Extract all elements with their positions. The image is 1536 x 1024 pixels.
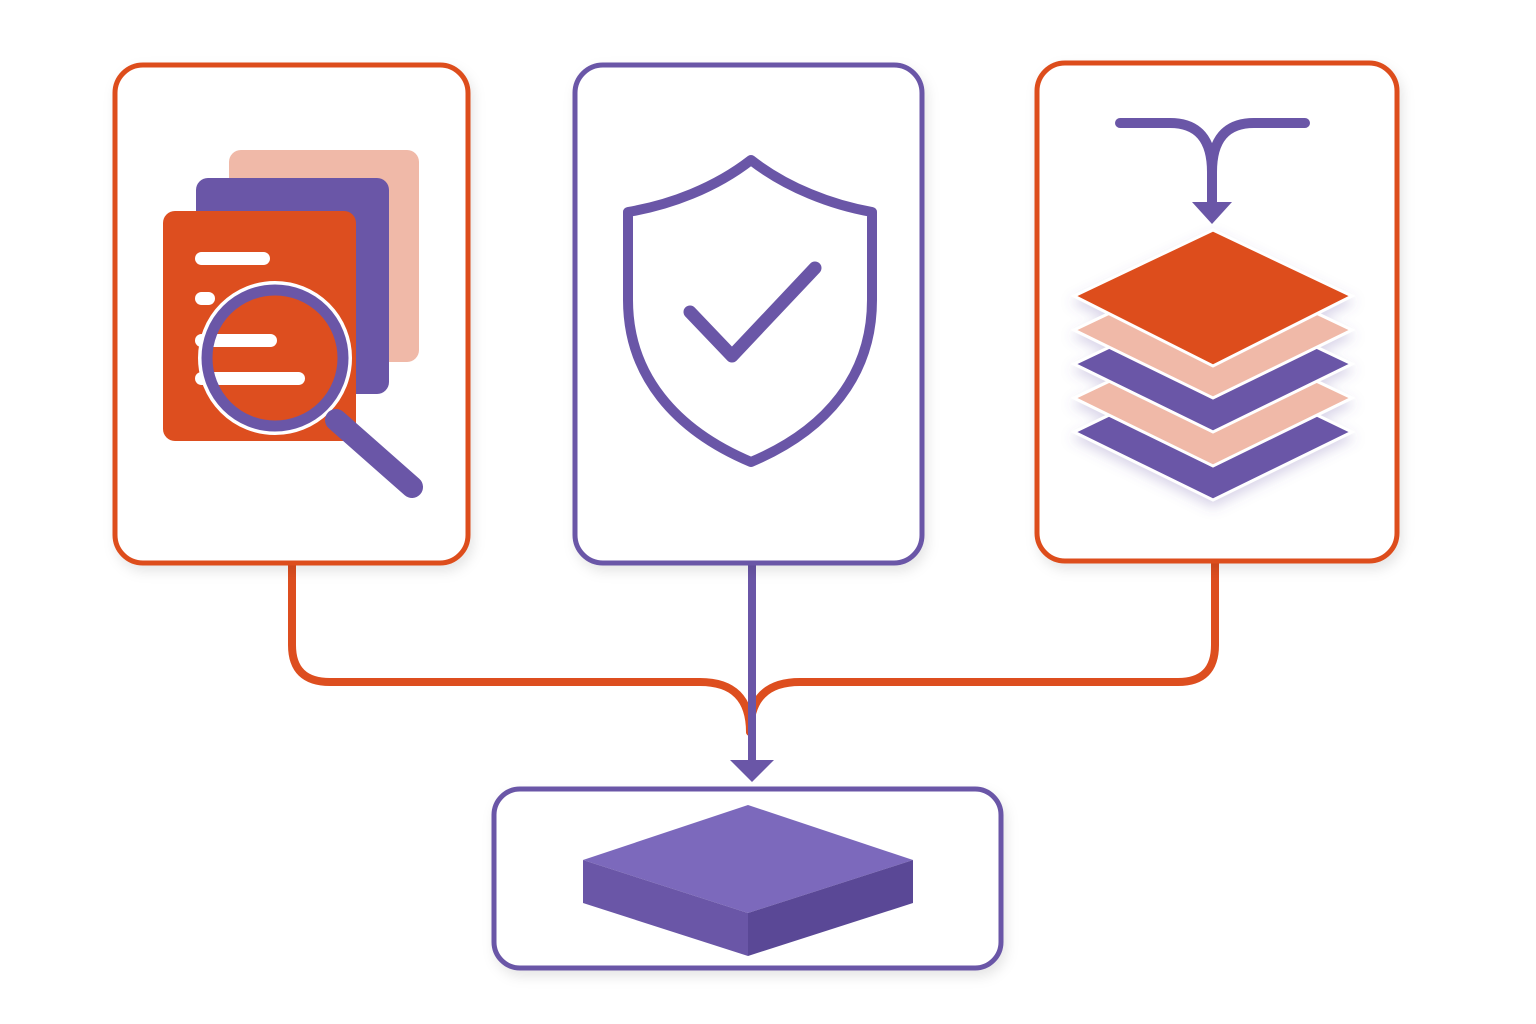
node-verify bbox=[572, 62, 925, 566]
platform-right-face bbox=[748, 860, 913, 956]
platform-top bbox=[583, 805, 913, 913]
shield-outline bbox=[623, 155, 877, 467]
document-search-icon bbox=[163, 150, 423, 498]
check-mark bbox=[683, 261, 822, 363]
platform-block-icon bbox=[583, 805, 913, 956]
node-analyze bbox=[112, 62, 471, 566]
magnifier-handle bbox=[325, 409, 423, 498]
merge-layers-icon bbox=[1070, 118, 1356, 502]
connector-analyze-to-output bbox=[288, 558, 754, 736]
layer-stack bbox=[1070, 228, 1356, 502]
document-line bbox=[195, 252, 270, 265]
arrowhead-down-icon bbox=[730, 760, 774, 782]
connector-merge-to-output bbox=[746, 558, 1219, 736]
magnifier-lens bbox=[201, 284, 349, 432]
node-output bbox=[491, 786, 1004, 971]
document-line bbox=[195, 372, 305, 385]
shield-check-icon bbox=[623, 155, 877, 467]
node-verify-box bbox=[572, 62, 925, 566]
connectors bbox=[288, 558, 1219, 782]
layer-top bbox=[1070, 228, 1356, 368]
document-line bbox=[195, 292, 215, 305]
merge-arrowhead bbox=[1192, 202, 1232, 224]
node-merge bbox=[1034, 60, 1400, 564]
platform-left-face bbox=[583, 860, 748, 956]
